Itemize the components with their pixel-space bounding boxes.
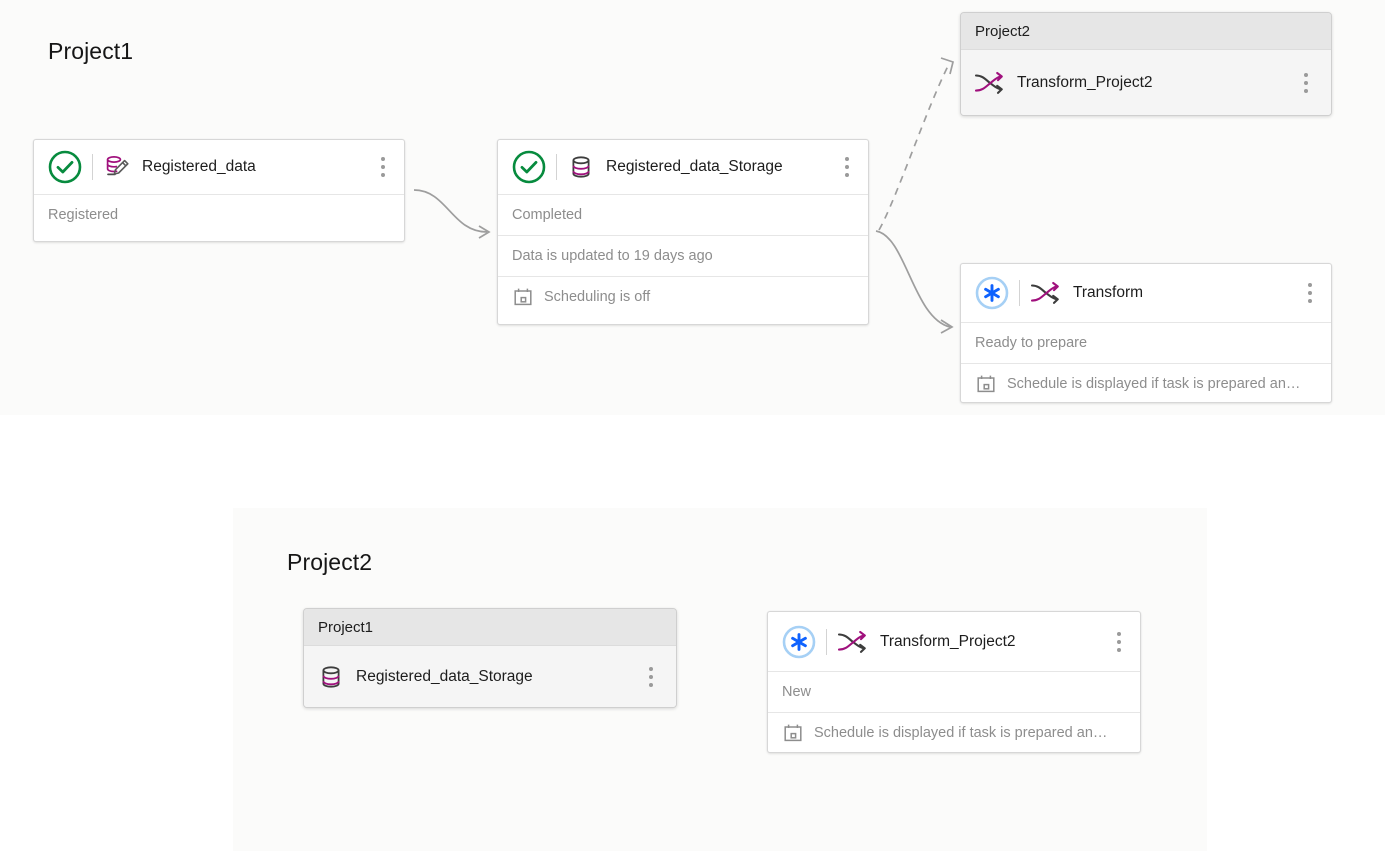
group-card-project2[interactable]: Project2 Transform_Project2 xyxy=(960,12,1332,116)
page-title-project1: Project1 xyxy=(48,38,134,64)
group-item-registered-data-storage[interactable]: Registered_data_Storage xyxy=(304,646,676,707)
card-schedule-row: Schedule is displayed if task is prepare… xyxy=(961,363,1331,402)
overflow-menu-icon[interactable] xyxy=(372,154,394,180)
transform-icon xyxy=(1029,278,1063,308)
calendar-icon xyxy=(782,722,804,744)
calendar-icon xyxy=(975,373,997,395)
header-divider xyxy=(92,154,93,180)
card-title: Transform_Project2 xyxy=(880,632,1016,650)
card-header-registered-data-storage: Registered_data_Storage xyxy=(498,140,868,194)
card-registered-data[interactable]: Registered_data Registered xyxy=(33,139,405,242)
dataset-edit-icon xyxy=(102,152,132,182)
overflow-menu-icon[interactable] xyxy=(1295,70,1317,96)
card-status-row: New xyxy=(768,671,1140,712)
overflow-menu-icon[interactable] xyxy=(836,154,858,180)
card-freshness-text: Data is updated to 19 days ago xyxy=(512,248,713,264)
card-transform-project2[interactable]: Transform_Project2 New Schedule is displ… xyxy=(767,611,1141,753)
calendar-icon xyxy=(512,286,534,308)
group-header-label: Project2 xyxy=(961,13,1331,50)
header-divider xyxy=(556,154,557,180)
card-schedule-text: Schedule is displayed if task is prepare… xyxy=(814,725,1108,741)
card-title: Registered_data xyxy=(142,158,256,175)
card-title: Transform xyxy=(1073,284,1144,301)
card-transform[interactable]: Transform Ready to prepare Schedule is d… xyxy=(960,263,1332,403)
page-title-project2: Project2 xyxy=(287,549,373,575)
group-card-project1[interactable]: Project1 Registered_data_Storage xyxy=(303,608,677,708)
card-status-row: Completed xyxy=(498,194,868,235)
overflow-menu-icon[interactable] xyxy=(1299,280,1321,306)
card-registered-data-storage[interactable]: Registered_data_Storage Completed Data i… xyxy=(497,139,869,325)
check-circle-icon xyxy=(510,148,548,186)
card-schedule-row: Schedule is displayed if task is prepare… xyxy=(768,712,1140,752)
header-divider xyxy=(826,628,827,655)
dataset-icon xyxy=(566,152,596,182)
transform-icon xyxy=(836,627,870,657)
card-title: Registered_data_Storage xyxy=(606,158,783,175)
card-status-text: Ready to prepare xyxy=(975,335,1088,351)
asterisk-circle-icon xyxy=(973,274,1011,312)
asterisk-circle-icon xyxy=(780,623,818,661)
card-status-row: Registered xyxy=(34,194,404,235)
card-schedule-row: Scheduling is off xyxy=(498,276,868,317)
overflow-menu-icon[interactable] xyxy=(640,664,662,690)
group-header-label: Project1 xyxy=(304,609,676,646)
check-circle-icon xyxy=(46,148,84,186)
header-divider xyxy=(1019,280,1020,306)
transform-icon xyxy=(973,68,1007,98)
group-item-title: Transform_Project2 xyxy=(1017,74,1153,91)
group-item-title: Registered_data_Storage xyxy=(356,668,533,685)
card-header-registered-data: Registered_data xyxy=(34,140,404,194)
card-header-transform: Transform xyxy=(961,264,1331,322)
card-status-row: Ready to prepare xyxy=(961,322,1331,363)
card-status-text: Registered xyxy=(48,207,119,223)
card-schedule-text: Scheduling is off xyxy=(544,289,651,305)
group-item-transform-project2[interactable]: Transform_Project2 xyxy=(961,50,1331,115)
card-schedule-text: Schedule is displayed if task is prepare… xyxy=(1007,376,1301,392)
card-status-text: Completed xyxy=(512,207,583,223)
card-freshness-row: Data is updated to 19 days ago xyxy=(498,235,868,276)
overflow-menu-icon[interactable] xyxy=(1108,629,1130,655)
card-status-text: New xyxy=(782,684,812,700)
card-header-transform-project2: Transform_Project2 xyxy=(768,612,1140,671)
dataset-icon xyxy=(316,662,346,692)
